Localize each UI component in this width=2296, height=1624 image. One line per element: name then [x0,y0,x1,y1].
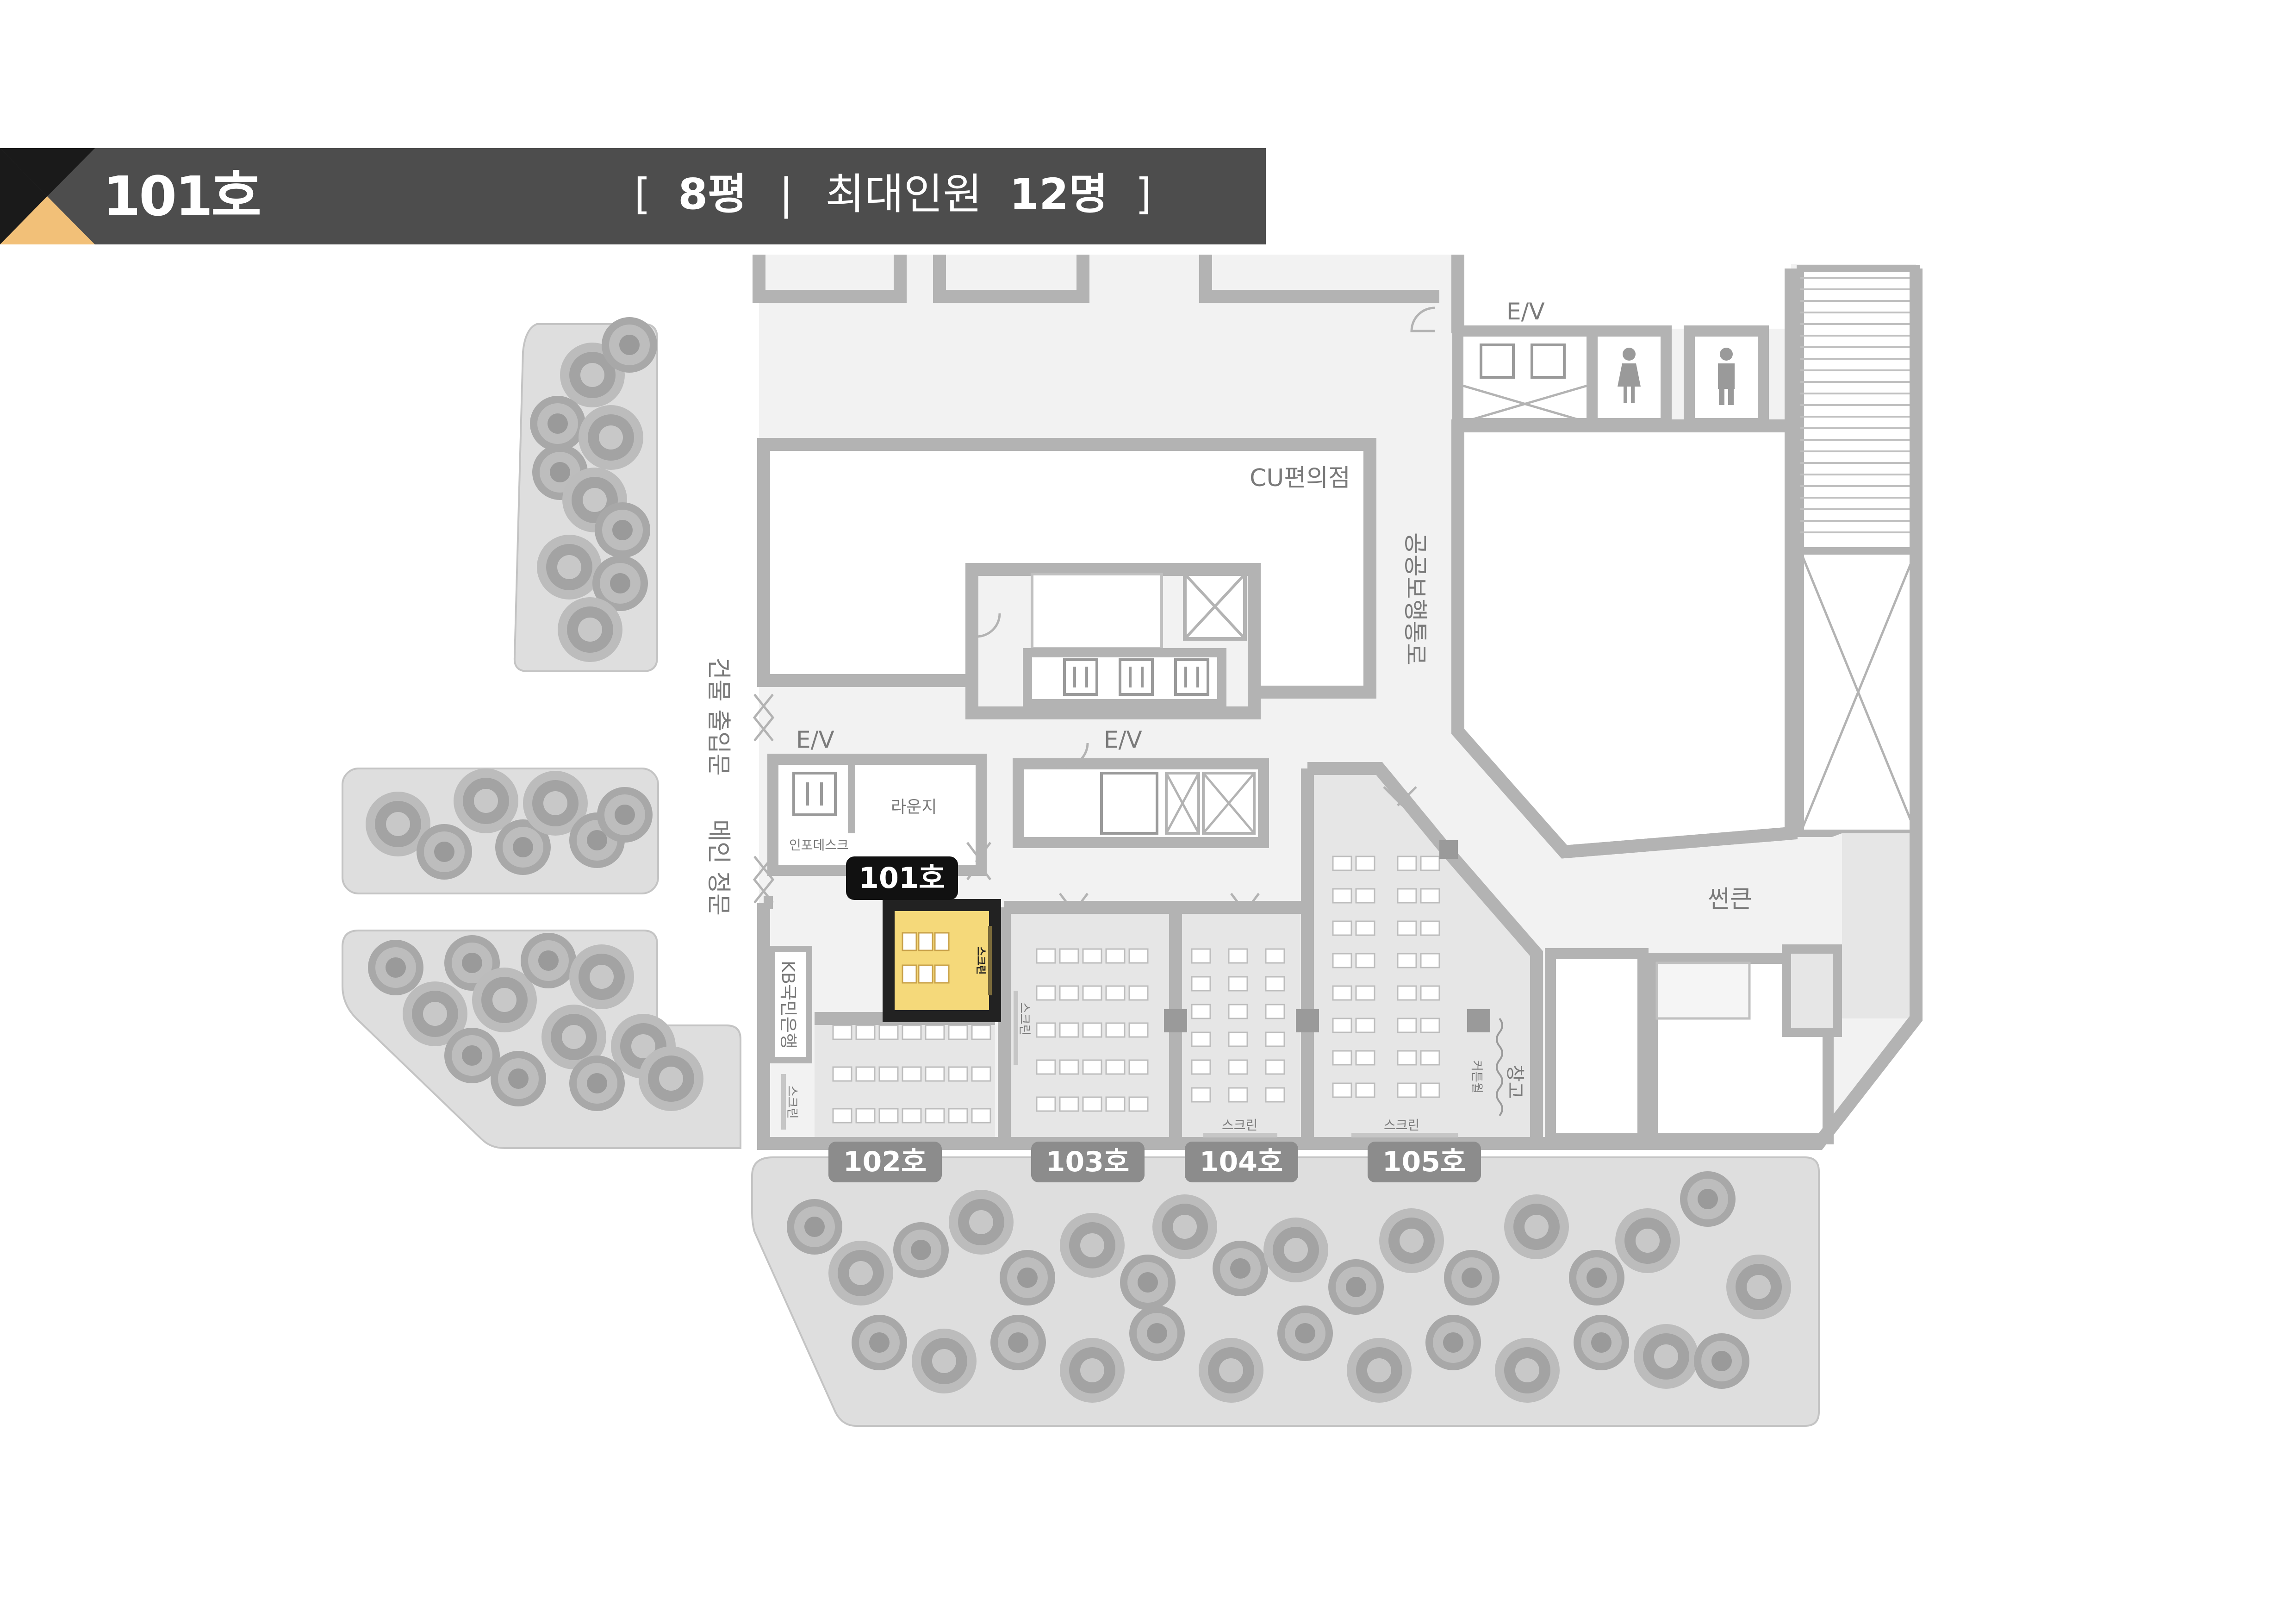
sunken-label: 썬큰 [1708,886,1752,913]
room-tag-103[interactable]: 103호 [1031,1142,1145,1182]
ev-top-label: E/V [1506,298,1545,325]
bracket-open: [ [634,169,651,219]
wall-columns [1164,840,1490,1032]
elevator-icon [1073,667,1199,687]
greenery-middle-left [342,768,659,894]
public-passage-label: 공공보행통로 [1401,532,1429,665]
room-tag-103-label: 103호 [1046,1146,1129,1178]
room-tag-104[interactable]: 104호 [1185,1142,1298,1182]
room-info: [ 8평 | 최대인원 12명 ] [634,148,1152,244]
room-tag-101-label: 101호 [859,861,945,895]
cu-store-label: CU편의점 [1250,464,1350,492]
capacity-label: 최대인원 [825,169,982,219]
curtain-wall-label: 커튼월 [1469,1060,1483,1093]
right-stairs [1797,265,1920,837]
room-tag-101[interactable]: 101호 [846,856,958,900]
ev-center-label: E/V [1104,726,1142,753]
info-desk-label: 인포데스크 [789,837,849,853]
center-ev-core [1013,758,1269,848]
room-area: 8평 [678,169,747,219]
male-restroom-icon [1718,348,1735,405]
kb-bank-label: KB국민은행 [778,961,798,1049]
top-rooms [753,255,1439,303]
kb-bank-room [769,946,812,1063]
elevator-icon [806,782,823,806]
room-tag-102-label: 102호 [843,1146,927,1178]
main-gate-label: 메인 정문 [704,819,732,916]
room-105-screen-label: 스크린 [1384,1118,1419,1133]
room-101-screen-label: 스크린 [975,947,986,975]
door-arcs [753,306,1435,913]
room-tag-105-label: 105호 [1382,1146,1466,1178]
storage-label: 창고 [1504,1065,1525,1099]
building-entrance-label: 건물 출입문 [704,657,732,776]
lounge-block [767,754,987,876]
room-105 [1310,768,1537,1139]
greenery-bottom [751,1156,1820,1427]
room-title: 101호 [103,164,261,228]
room-103 [1009,907,1171,1139]
curtain-wall-line [1496,1018,1503,1117]
room-capacity: 12명 [1009,169,1108,219]
room-104 [1178,907,1300,1139]
female-restroom-icon [1618,348,1641,403]
restroom-block [1452,325,1769,429]
room-102-screen-label: 스크린 [785,1086,799,1119]
room-tag-105[interactable]: 105호 [1368,1142,1481,1182]
sunken-area [1541,833,1916,1144]
room-tag-102[interactable]: 102호 [828,1142,942,1182]
greenery-bottom-left [342,930,741,1149]
room-103-screen-label: 스크린 [1017,1002,1031,1036]
banner-corner-mark [0,148,95,244]
title-banner: 101호 [ 8평 | 최대인원 12명 ] [0,148,1266,244]
info-divider: | [779,169,794,219]
ev-left-label: E/V [796,726,834,753]
central-core [965,563,1261,719]
bracket-close: ] [1135,169,1152,219]
room-101-highlight: 스크린 [883,899,1001,1022]
lounge-label: 라운지 [891,798,937,817]
room-102 [815,1018,995,1139]
screen-bars [781,991,1458,1137]
greenery-top-left [513,317,658,672]
room-104-screen-label: 스크린 [1222,1118,1257,1133]
room-tag-104-label: 104호 [1200,1146,1283,1178]
